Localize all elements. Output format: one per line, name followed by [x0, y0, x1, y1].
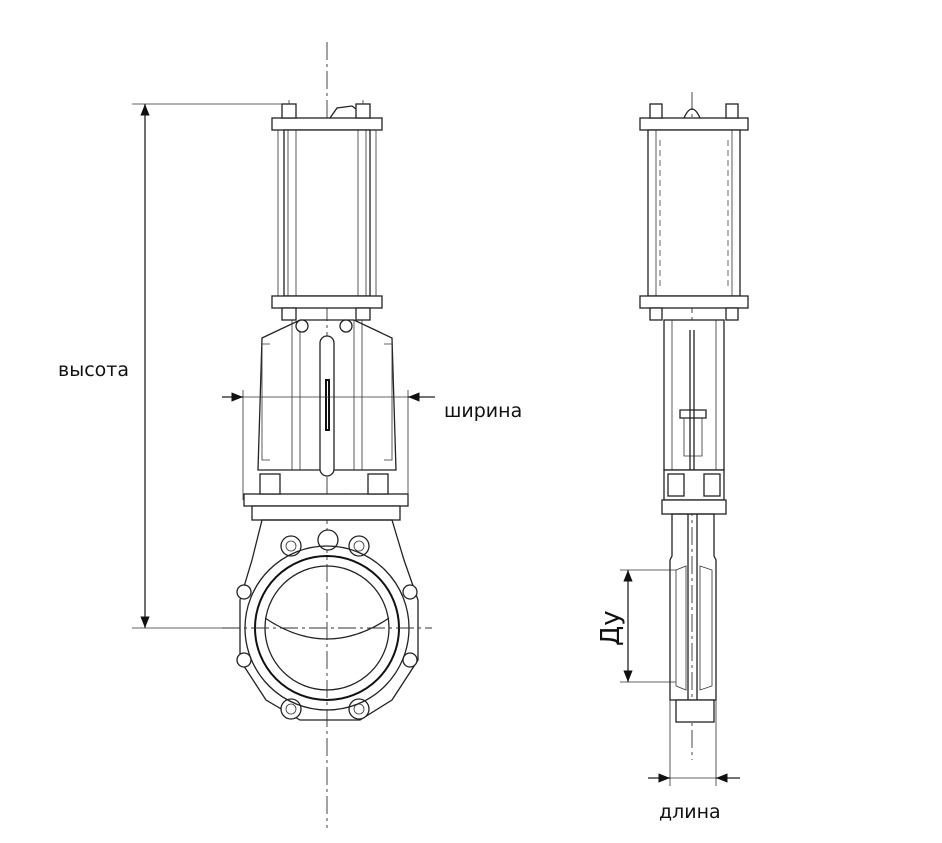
height-label: высота [58, 359, 129, 381]
flange-bolt-2 [236, 652, 252, 668]
front-view [132, 42, 435, 828]
flange-bolt-4 [402, 652, 418, 668]
body-bolt-ul [280, 535, 302, 557]
length-label: длина [659, 801, 721, 823]
side-gland-nut-right [703, 473, 721, 497]
actuator-bottom-plate [271, 295, 383, 309]
side-body [669, 513, 717, 701]
gland-nut-right [367, 473, 389, 495]
bottom-nut-left [281, 307, 297, 321]
side-view [620, 92, 749, 786]
stem-indicator [325, 379, 330, 431]
side-bottom-plate [639, 295, 749, 309]
side-cylinder [647, 129, 741, 297]
side-bottom-nut-right [725, 307, 739, 321]
gland-flange [243, 493, 409, 507]
actuator-cylinder [283, 129, 371, 297]
top-nut-left [281, 103, 297, 119]
side-stem-coupling [679, 409, 707, 419]
width-label: ширина [444, 400, 522, 422]
side-bottom-nut-left [649, 307, 663, 321]
nominal-diameter-label: Ду [596, 610, 626, 646]
side-body-bottom [675, 699, 715, 723]
yoke-bolt-top-right [339, 319, 353, 333]
gate-edge [264, 617, 390, 640]
side-top-nut-right [725, 103, 739, 119]
side-gland-flange [661, 499, 727, 515]
body-bolt-lr [348, 698, 370, 720]
side-gland-nut-left [667, 473, 685, 497]
flange-bolt-1 [236, 584, 252, 600]
side-top-lug [683, 108, 701, 119]
valve-body [239, 519, 419, 721]
bottom-nut-right [355, 307, 371, 321]
side-top-plate [639, 117, 749, 131]
top-nut-right [355, 103, 371, 119]
body-center-boss [317, 529, 339, 551]
actuator-top-plate [271, 117, 383, 131]
flange-bolt-3 [402, 584, 418, 600]
yoke-bolt-top-left [295, 319, 309, 333]
gland-body [251, 505, 401, 521]
side-top-nut-left [649, 103, 663, 119]
gland-nut-left [259, 473, 281, 495]
